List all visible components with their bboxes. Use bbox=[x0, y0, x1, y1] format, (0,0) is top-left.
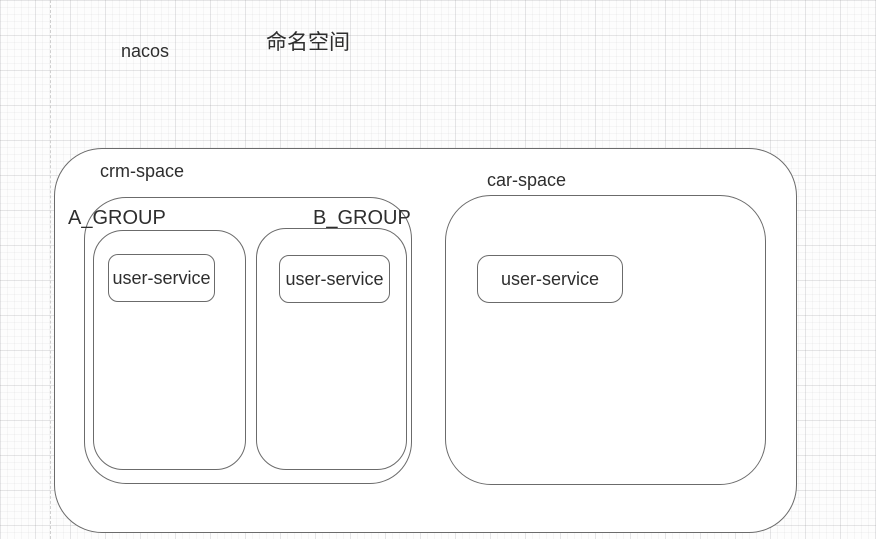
nacos-label[interactable]: nacos bbox=[121, 41, 170, 61]
car-space-user-service-node[interactable]: user-service bbox=[477, 255, 623, 303]
a-group-user-service-label: user-service bbox=[112, 267, 211, 288]
car-space-user-service-label: user-service bbox=[500, 268, 600, 289]
b-group-user-service-node[interactable]: user-service bbox=[279, 255, 390, 303]
crm-space-label[interactable]: crm-space bbox=[100, 161, 185, 181]
car-space-container[interactable] bbox=[445, 195, 766, 485]
b-group-user-service-label: user-service bbox=[285, 268, 384, 289]
b-group-label[interactable]: B_GROUP bbox=[313, 207, 411, 229]
namespace-label[interactable]: 命名空间 bbox=[266, 31, 350, 54]
page-guide-line bbox=[50, 0, 51, 539]
car-space-label[interactable]: car-space bbox=[487, 170, 567, 190]
a-group-label[interactable]: A_GROUP bbox=[68, 207, 166, 229]
a-group-user-service-node[interactable]: user-service bbox=[108, 254, 215, 302]
